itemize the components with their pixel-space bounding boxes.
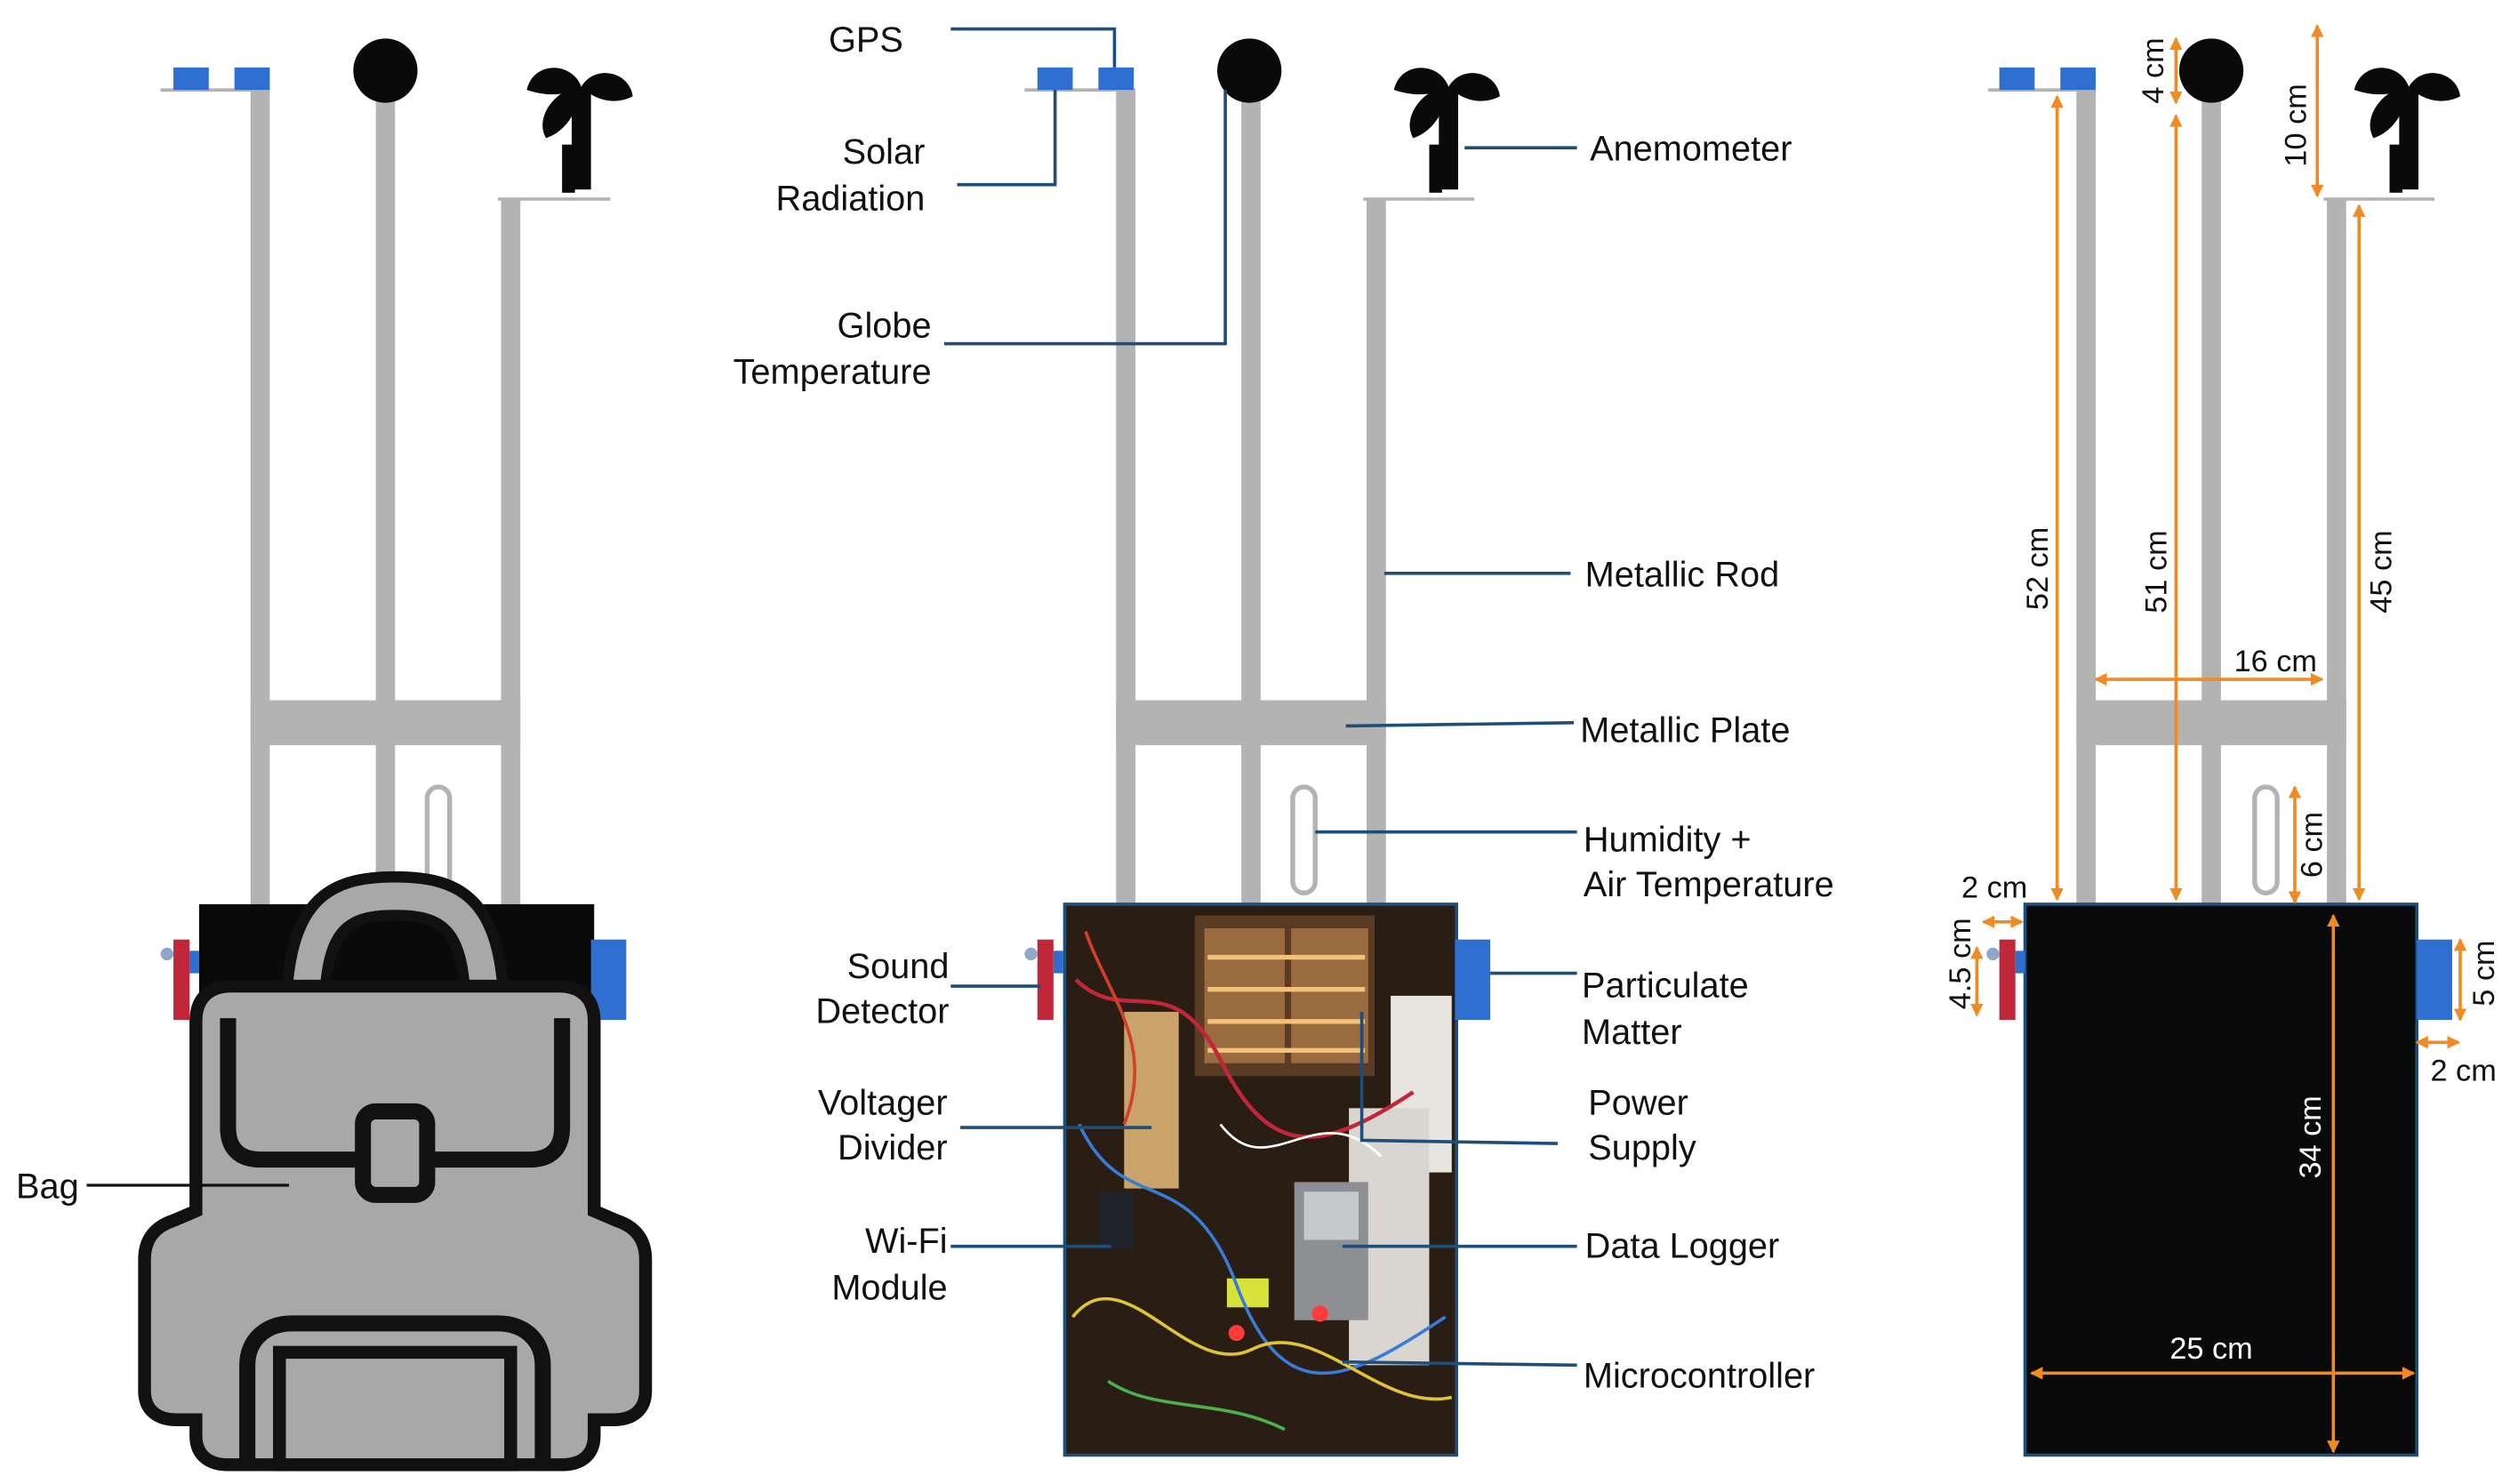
label-power-supply-2: Supply — [1588, 1128, 1696, 1167]
label-anemometer: Anemometer — [1590, 130, 1792, 169]
backpack-icon — [138, 870, 653, 1472]
globe-sensor-icon — [2178, 38, 2244, 103]
dim-10cm: 10 cm — [2280, 84, 2314, 166]
gps-sensor — [234, 67, 270, 91]
rod-middle — [2201, 90, 2221, 906]
rod-left — [1116, 90, 1135, 906]
particulate-sensor — [1455, 939, 1491, 1020]
label-sound-detector-2: Detector — [815, 992, 949, 1031]
rod-left — [250, 90, 270, 910]
electronics-photo — [1063, 902, 1458, 1457]
right-panel: 4 cm 10 cm 52 cm 51 cm 45 cm 16 cm 6 cm … — [1944, 24, 2501, 1457]
left-panel: Bag — [16, 38, 653, 1472]
label-voltage-divider: Voltager — [818, 1084, 948, 1123]
anemometer-icon — [526, 68, 633, 193]
label-humidity-2: Air Temperature — [1584, 865, 1834, 904]
dim-51cm: 51 cm — [2139, 530, 2173, 613]
label-particulate-matter-2: Matter — [1582, 1013, 1682, 1052]
metallic-plate — [2076, 700, 2346, 746]
leader-lines — [944, 27, 1577, 1368]
label-gps: GPS — [829, 20, 903, 60]
dim-25cm: 25 cm — [2169, 1332, 2252, 1366]
rod-right — [501, 198, 521, 910]
sound-detector — [1037, 939, 1054, 1020]
electronics-box — [2023, 902, 2419, 1457]
rod-right — [1367, 198, 1386, 906]
globe-sensor-icon — [1217, 38, 1282, 103]
rod-middle — [1241, 90, 1261, 906]
anemometer-icon — [1393, 68, 1500, 193]
dimension-labels: 4 cm 10 cm 52 cm 51 cm 45 cm 16 cm 6 cm … — [1944, 37, 2501, 1366]
dim-6cm: 6 cm — [2296, 812, 2330, 878]
dim-5cm: 5 cm — [2467, 940, 2501, 1006]
solar-radiation-sensor — [1999, 67, 2035, 91]
dim-52cm: 52 cm — [2021, 527, 2055, 610]
label-data-logger: Data Logger — [1585, 1226, 1780, 1265]
rod-middle — [375, 90, 396, 910]
label-microcontroller: Microcontroller — [1584, 1357, 1815, 1396]
globe-sensor-icon — [353, 38, 418, 103]
sound-detector — [173, 939, 190, 1020]
label-particulate-matter: Particulate — [1582, 967, 1749, 1006]
solar-radiation-sensor — [1037, 67, 1073, 91]
label-metallic-plate: Metallic Plate — [1580, 710, 1790, 750]
dim-4cm: 4 cm — [2137, 37, 2170, 103]
label-wifi-module-2: Module — [831, 1268, 947, 1307]
label-metallic-rod: Metallic Rod — [1585, 555, 1780, 594]
middle-panel: GPS Solar Radiation Globe Temperature An… — [734, 20, 1834, 1457]
label-globe-temperature-2: Temperature — [734, 353, 932, 392]
dimension-arrows — [1970, 24, 2467, 1454]
component-labels: GPS Solar Radiation Globe Temperature An… — [734, 20, 1834, 1396]
bag-label: Bag — [16, 1167, 79, 1206]
sound-detector — [1999, 939, 2016, 1020]
dim-16cm: 16 cm — [2234, 645, 2317, 678]
humidity-sensor — [2252, 784, 2280, 895]
label-sound-detector: Sound — [847, 947, 950, 986]
label-solar-radiation: Solar — [843, 132, 926, 172]
dim-2cm-top: 2 cm — [1961, 871, 2027, 905]
label-power-supply: Power — [1588, 1084, 1688, 1123]
dim-4-5cm: 4.5 cm — [1944, 918, 1977, 1009]
gps-sensor — [2060, 67, 2097, 91]
dim-45cm: 45 cm — [2364, 530, 2398, 613]
label-wifi-module: Wi-Fi — [865, 1222, 948, 1261]
rod-left — [2076, 90, 2097, 906]
label-voltage-divider-2: Divider — [838, 1128, 948, 1167]
label-solar-radiation-2: Radiation — [776, 180, 926, 219]
metallic-plate — [250, 700, 521, 746]
particulate-sensor — [2417, 939, 2452, 1020]
solar-radiation-sensor — [173, 67, 209, 91]
rod-right — [2327, 198, 2346, 906]
dim-34cm: 34 cm — [2294, 1095, 2328, 1178]
humidity-sensor — [1290, 784, 1318, 895]
metallic-plate — [1116, 700, 1386, 746]
gps-sensor — [1098, 67, 1135, 91]
dim-2cm-right: 2 cm — [2430, 1055, 2496, 1088]
label-humidity: Humidity + — [1584, 820, 1752, 859]
anemometer-icon — [2354, 68, 2461, 193]
label-globe-temperature: Globe — [838, 306, 932, 345]
